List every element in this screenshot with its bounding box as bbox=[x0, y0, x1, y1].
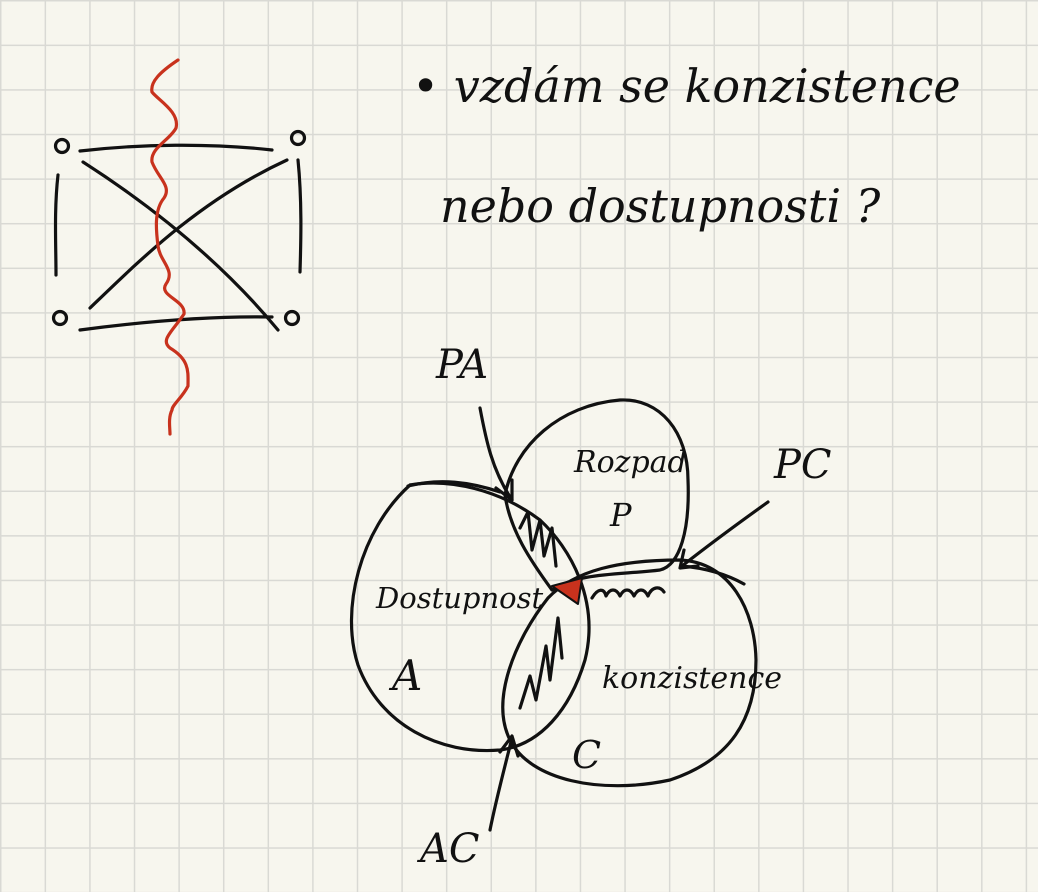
node-top-left bbox=[53, 137, 71, 155]
edge-top bbox=[78, 143, 274, 153]
partition-circle bbox=[503, 398, 690, 592]
pa-arrow bbox=[478, 406, 514, 502]
cap-venn-diagram: Rozpad P Dostupnost A konzistence C bbox=[349, 398, 782, 788]
edge-diagonal-up bbox=[88, 158, 289, 310]
pa-label: PA bbox=[435, 342, 488, 388]
pc-arrow bbox=[680, 500, 770, 568]
edge-left bbox=[53, 173, 60, 277]
pc-intersection-hatch bbox=[590, 586, 666, 600]
pa-upper-stroke bbox=[406, 480, 502, 494]
ac-arrow bbox=[488, 736, 514, 832]
note-line-2: nebo dostupnosti ? bbox=[440, 179, 881, 233]
availability-label: Dostupnost bbox=[375, 581, 544, 615]
network-graph bbox=[51, 129, 307, 332]
pc-label: PC bbox=[773, 442, 832, 488]
consistency-symbol: C bbox=[572, 733, 601, 777]
cap-pointers: PA PC AC bbox=[406, 342, 832, 872]
consistency-circle bbox=[501, 558, 758, 788]
consistency-label: konzistence bbox=[602, 661, 782, 696]
pc-tail-stroke bbox=[680, 564, 746, 586]
cap-triple-intersection bbox=[551, 577, 583, 605]
ac-label: AC bbox=[416, 826, 480, 872]
ac-intersection-hatch bbox=[518, 616, 564, 710]
partition-symbol: P bbox=[609, 496, 632, 534]
edge-diagonal-down bbox=[81, 160, 280, 332]
partition-cut-line bbox=[150, 58, 190, 436]
availability-circle bbox=[349, 481, 591, 753]
node-top-right bbox=[289, 129, 307, 147]
edge-bottom bbox=[78, 315, 274, 332]
pa-intersection-hatch bbox=[518, 510, 558, 568]
node-bottom-left bbox=[51, 309, 69, 327]
node-bottom-right bbox=[283, 309, 301, 327]
note-line-1: • vzdám se konzistence bbox=[412, 59, 961, 113]
availability-symbol: A bbox=[388, 651, 422, 700]
ac-arrowhead bbox=[498, 734, 520, 758]
partition-label: Rozpad bbox=[573, 445, 687, 480]
edge-right bbox=[296, 158, 303, 274]
